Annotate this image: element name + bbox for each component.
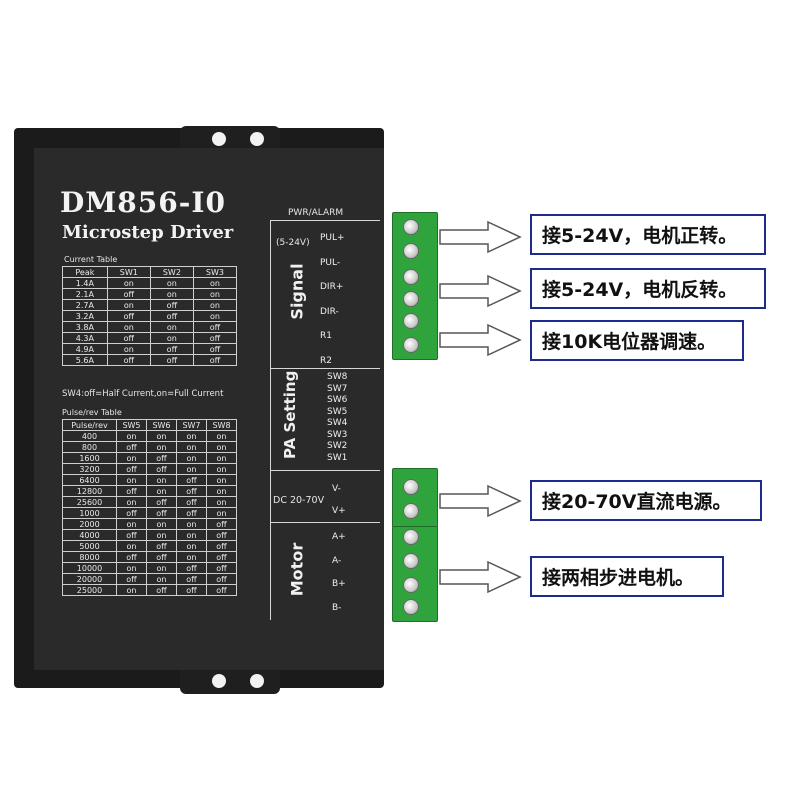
arrow-icon <box>439 274 522 308</box>
pwr-alarm-label: PWR/ALARM <box>288 208 344 218</box>
terminal-screw-icon <box>403 243 419 259</box>
divider <box>270 522 380 523</box>
terminal-screw-icon <box>403 599 419 615</box>
current-table-label: Current Table <box>64 255 118 264</box>
divider <box>270 220 380 221</box>
pin-label: SW7 <box>327 383 348 394</box>
divider <box>270 368 380 369</box>
motor-pin-list: A+ A- B+ B- <box>332 526 362 620</box>
signal-voltage-label: (5-24V) <box>276 238 310 248</box>
terminal-screw-icon <box>403 291 419 307</box>
pin-label: V- <box>332 484 341 494</box>
pin-label: SW2 <box>327 441 348 451</box>
power-pin-list: V- V+ <box>332 478 362 522</box>
table-cell: off <box>106 332 151 344</box>
table-cell: on <box>205 441 238 453</box>
pin-label: SW4 <box>327 418 348 428</box>
pin-label: DIR- <box>320 306 339 317</box>
terminal-screw-icon <box>403 503 419 519</box>
terminal-screw-icon <box>403 553 419 569</box>
table-cell: off <box>106 354 151 366</box>
pin-label: B- <box>332 602 342 613</box>
terminal-screw-icon <box>403 479 419 495</box>
arrow-icon <box>439 484 522 518</box>
pin-label: A+ <box>332 532 346 542</box>
callout-reverse: 接5-24V，电机反转。 <box>530 268 766 309</box>
pin-label: SW3 <box>327 429 348 440</box>
sw4-note: SW4:off=Half Current,on=Full Current <box>62 389 224 399</box>
model-subtitle: Microstep Driver <box>62 222 234 243</box>
callout-dc-power: 接20-70V直流电源。 <box>530 480 762 521</box>
signal-terminal-block <box>392 212 438 360</box>
table-cell: on <box>115 584 147 596</box>
pin-label: DIR+ <box>320 282 344 292</box>
table-cell: off <box>192 354 238 366</box>
terminal-screw-icon <box>403 529 419 545</box>
mounting-hole-icon <box>250 674 264 688</box>
arrow-icon <box>439 323 522 357</box>
table-cell: on <box>205 507 238 519</box>
callout-motor: 接两相步进电机。 <box>530 556 724 597</box>
pin-label: R2 <box>320 355 332 366</box>
terminal-screw-icon <box>403 269 419 285</box>
table-cell: 5.6A <box>62 354 108 366</box>
arrow-icon <box>439 560 522 594</box>
callout-speed-pot: 接10K电位器调速。 <box>530 320 744 361</box>
mounting-hole-icon <box>250 132 264 146</box>
arrow-icon <box>439 220 522 254</box>
pin-label: V+ <box>332 506 346 516</box>
pin-label: SW6 <box>327 395 348 405</box>
pulse-table-label: Pulse/rev Table <box>62 408 122 417</box>
pin-label: SW5 <box>327 406 348 417</box>
pin-label: PUL- <box>320 257 341 268</box>
pin-label: R1 <box>320 331 332 341</box>
terminal-screw-icon <box>403 219 419 235</box>
pin-label: A- <box>332 555 342 566</box>
terminal-screw-icon <box>403 313 419 329</box>
divider <box>270 220 271 620</box>
terminal-screw-icon <box>403 337 419 353</box>
pin-label: SW8 <box>327 372 348 382</box>
divider <box>270 470 380 471</box>
table-cell: off <box>205 584 238 596</box>
model-title: DM856-I0 <box>60 186 226 219</box>
callout-forward: 接5-24V，电机正转。 <box>530 214 766 255</box>
pin-label: B+ <box>332 579 346 589</box>
pin-label: PUL+ <box>320 233 345 243</box>
mounting-hole-icon <box>212 674 226 688</box>
table-cell: on <box>192 310 238 322</box>
mounting-hole-icon <box>212 132 226 146</box>
pin-label: SW1 <box>327 452 348 463</box>
terminal-screw-icon <box>403 577 419 593</box>
power-terminal-block <box>392 468 438 528</box>
dc-voltage-label: DC 20-70V <box>273 495 325 506</box>
